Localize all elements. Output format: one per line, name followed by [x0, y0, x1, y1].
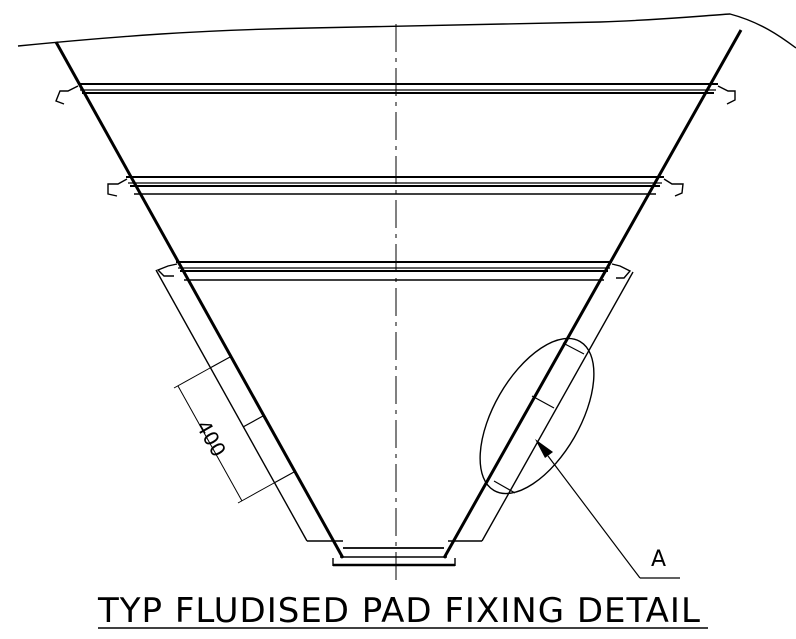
detail-a-leader [535, 439, 680, 579]
outlet-flange [332, 547, 456, 567]
dimension-400: 400 [173, 367, 275, 504]
hopper-wall-left [54, 41, 345, 559]
stiffener-ring-2 [107, 176, 684, 197]
detail-a-ellipse [479, 337, 595, 495]
stiffener-ring-3 [156, 261, 632, 281]
fluidised-pad-right [448, 271, 634, 542]
fluidised-pad-left [155, 269, 343, 542]
hopper-wall-right [442, 29, 743, 559]
dimension-label: 400 [191, 416, 231, 461]
stiffener-ring-1 [55, 83, 736, 105]
drawing-title: TYP FLUDISED PAD FIXING DETAIL [97, 591, 701, 631]
top-break-line [17, 13, 796, 49]
detail-a-label: A [651, 547, 666, 572]
